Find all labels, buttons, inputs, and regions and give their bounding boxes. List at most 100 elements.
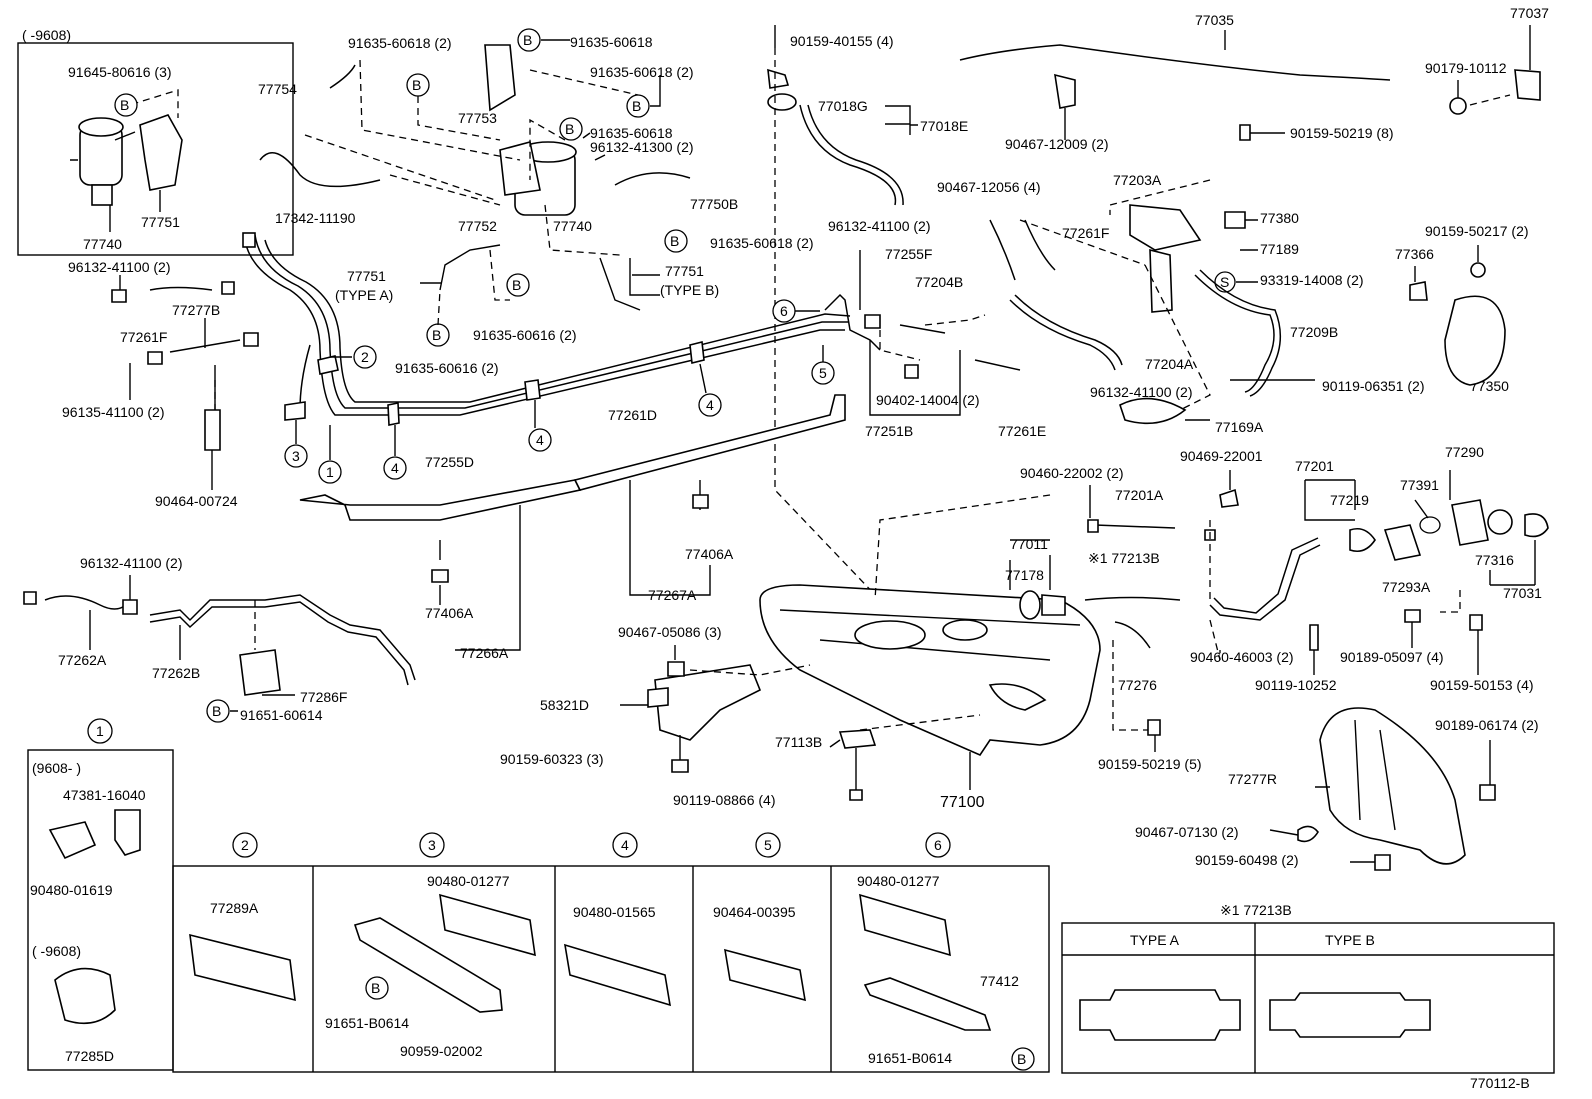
figure-code: 770112-B — [1470, 1075, 1530, 1091]
label-77261E: 77261E — [998, 423, 1046, 439]
label-90119-08866: 90119-08866 (4) — [673, 792, 775, 808]
label-58321D: 58321D — [540, 697, 589, 713]
vent-valve-area: 90467-12056 (4) 77203A 77380 77189 93319… — [828, 172, 1529, 439]
label-77752: 77752 — [458, 218, 497, 234]
label-91651-B0614-p3: 91651-B0614 — [325, 1015, 409, 1031]
label-77740: 77740 — [553, 218, 592, 234]
label-77018G: 77018G — [818, 98, 868, 114]
marker-b: B — [626, 94, 650, 118]
label-90467-12056: 90467-12056 (4) — [937, 179, 1041, 195]
label-91651-B0614-p6: 91651-B0614 — [868, 1050, 952, 1066]
label-77201: 77201 — [1295, 458, 1334, 474]
label-90460-46003: 90460-46003 (2) — [1190, 649, 1294, 665]
panel-5-title: 5 — [764, 837, 772, 853]
label-77213B: ※1 77213B — [1088, 550, 1160, 566]
label-77380: 77380 — [1260, 210, 1299, 226]
label-77285D: 77285D — [65, 1048, 114, 1064]
label-77290: 77290 — [1445, 444, 1484, 460]
label-77751-type-b-note: (TYPE B) — [660, 282, 719, 298]
label-77037: 77037 — [1510, 5, 1549, 21]
marker-b: B — [114, 93, 138, 117]
label-77751-inset: 77751 — [141, 214, 180, 230]
label-77276: 77276 — [1118, 677, 1157, 693]
label-77189: 77189 — [1260, 241, 1299, 257]
svg-text:5: 5 — [819, 365, 827, 381]
panel-3: 3 90480-01277 B 91651-B0614 90959-02002 — [325, 832, 536, 1059]
marker-b: B — [1011, 1047, 1035, 1071]
label-77261F-l: 77261F — [120, 329, 167, 345]
label-17342-11190: 17342-11190 — [275, 210, 356, 226]
marker-3: 3 — [284, 444, 308, 468]
label-77751-type-a: 77751 — [347, 268, 386, 284]
label-47381-16040: 47381-16040 — [63, 787, 146, 803]
label-90959-02002: 90959-02002 — [400, 1043, 483, 1059]
label-77178: 77178 — [1005, 567, 1044, 583]
marker-b: B — [426, 323, 450, 347]
label-90469-22001: 90469-22001 — [1180, 448, 1263, 464]
label-77031: 77031 — [1503, 585, 1542, 601]
svg-text:B: B — [371, 980, 380, 996]
filler-cable-area: 90159-40155 (4) 77018G 77018E 77035 7703… — [767, 5, 1549, 601]
marker-b: B — [506, 273, 530, 297]
marker-4: 4 — [528, 428, 552, 452]
label-91645-80616: 91645-80616 (3) — [68, 64, 172, 80]
svg-text:B: B — [565, 121, 574, 137]
marker-1: 1 — [318, 460, 342, 484]
clamp-panels: 1 (9608- ) 47381-16040 90480-01619 ( -96… — [27, 718, 1555, 1091]
label-93319-14008: 93319-14008 (2) — [1260, 272, 1364, 288]
label-77406A-b: 77406A — [425, 605, 474, 621]
label-90464-00724: 90464-00724 — [155, 493, 238, 509]
label-77018E: 77018E — [920, 118, 968, 134]
label-91635-60618-2a: 91635-60618 (2) — [348, 35, 452, 51]
panel-4-title: 4 — [621, 837, 629, 853]
marker-5: 5 — [811, 361, 835, 385]
label-77277R: 77277R — [1228, 771, 1277, 787]
marker-s: S — [1214, 271, 1236, 293]
svg-text:B: B — [1017, 1051, 1026, 1067]
label-77201A: 77201A — [1115, 487, 1164, 503]
label-77204A: 77204A — [1145, 356, 1194, 372]
hose-type-table: ※1 77213B TYPE A TYPE B — [1061, 902, 1555, 1074]
panel-6-title: 6 — [934, 837, 942, 853]
marker-b: B — [406, 73, 430, 97]
label-77286F: 77286F — [300, 689, 347, 705]
inset-early-model-canister: ( -9608) 91645-80616 (3) 77751 77740 — [17, 27, 294, 256]
label-77753: 77753 — [458, 110, 497, 126]
label-91635-60618-2b: 91635-60618 (2) — [590, 64, 694, 80]
marker-6: 6 — [772, 299, 796, 323]
label-77203A: 77203A — [1113, 172, 1162, 188]
label-90460-22002: 90460-22002 (2) — [1020, 465, 1124, 481]
label-90480-01619: 90480-01619 — [30, 882, 113, 898]
label-77277B: 77277B — [172, 302, 220, 318]
label-90402-14004: 90402-14004 (2) — [876, 392, 980, 408]
marker-b: B — [365, 976, 389, 1000]
fuel-tank-illustration — [759, 584, 1101, 757]
label-77740-inset: 77740 — [83, 236, 122, 252]
label-91635-60618-b: 91635-60618 — [590, 125, 673, 141]
svg-text:4: 4 — [391, 460, 399, 476]
panel-1: 1 (9608- ) 47381-16040 90480-01619 ( -96… — [27, 718, 174, 1071]
marker-b: B — [664, 229, 688, 253]
label-77366: 77366 — [1395, 246, 1434, 262]
marker-4: 4 — [383, 456, 407, 480]
marker-4: 4 — [698, 393, 722, 417]
label-90189-06174: 90189-06174 (2) — [1435, 717, 1539, 733]
label-77316: 77316 — [1475, 552, 1514, 568]
svg-text:6: 6 — [780, 303, 788, 319]
label-77113B: 77113B — [775, 734, 822, 750]
label-77011: 77011 — [1010, 536, 1048, 552]
label-90159-50153: 90159-50153 (4) — [1430, 677, 1534, 693]
tank-straps — [299, 394, 846, 651]
label-77262B: 77262B — [152, 665, 200, 681]
marker-b: B — [206, 699, 230, 723]
svg-text:2: 2 — [361, 349, 369, 365]
label-77251B: 77251B — [865, 423, 913, 439]
label-96132-41300: 96132-41300 (2) — [590, 139, 694, 155]
label-90119-10252: 90119-10252 — [1255, 677, 1337, 693]
panel-1-date-b: ( -9608) — [32, 943, 81, 959]
label-77035: 77035 — [1195, 12, 1234, 28]
svg-text:B: B — [512, 277, 521, 293]
label-90159-50217: 90159-50217 (2) — [1425, 223, 1529, 239]
label-90480-01277-p3: 90480-01277 — [427, 873, 510, 889]
